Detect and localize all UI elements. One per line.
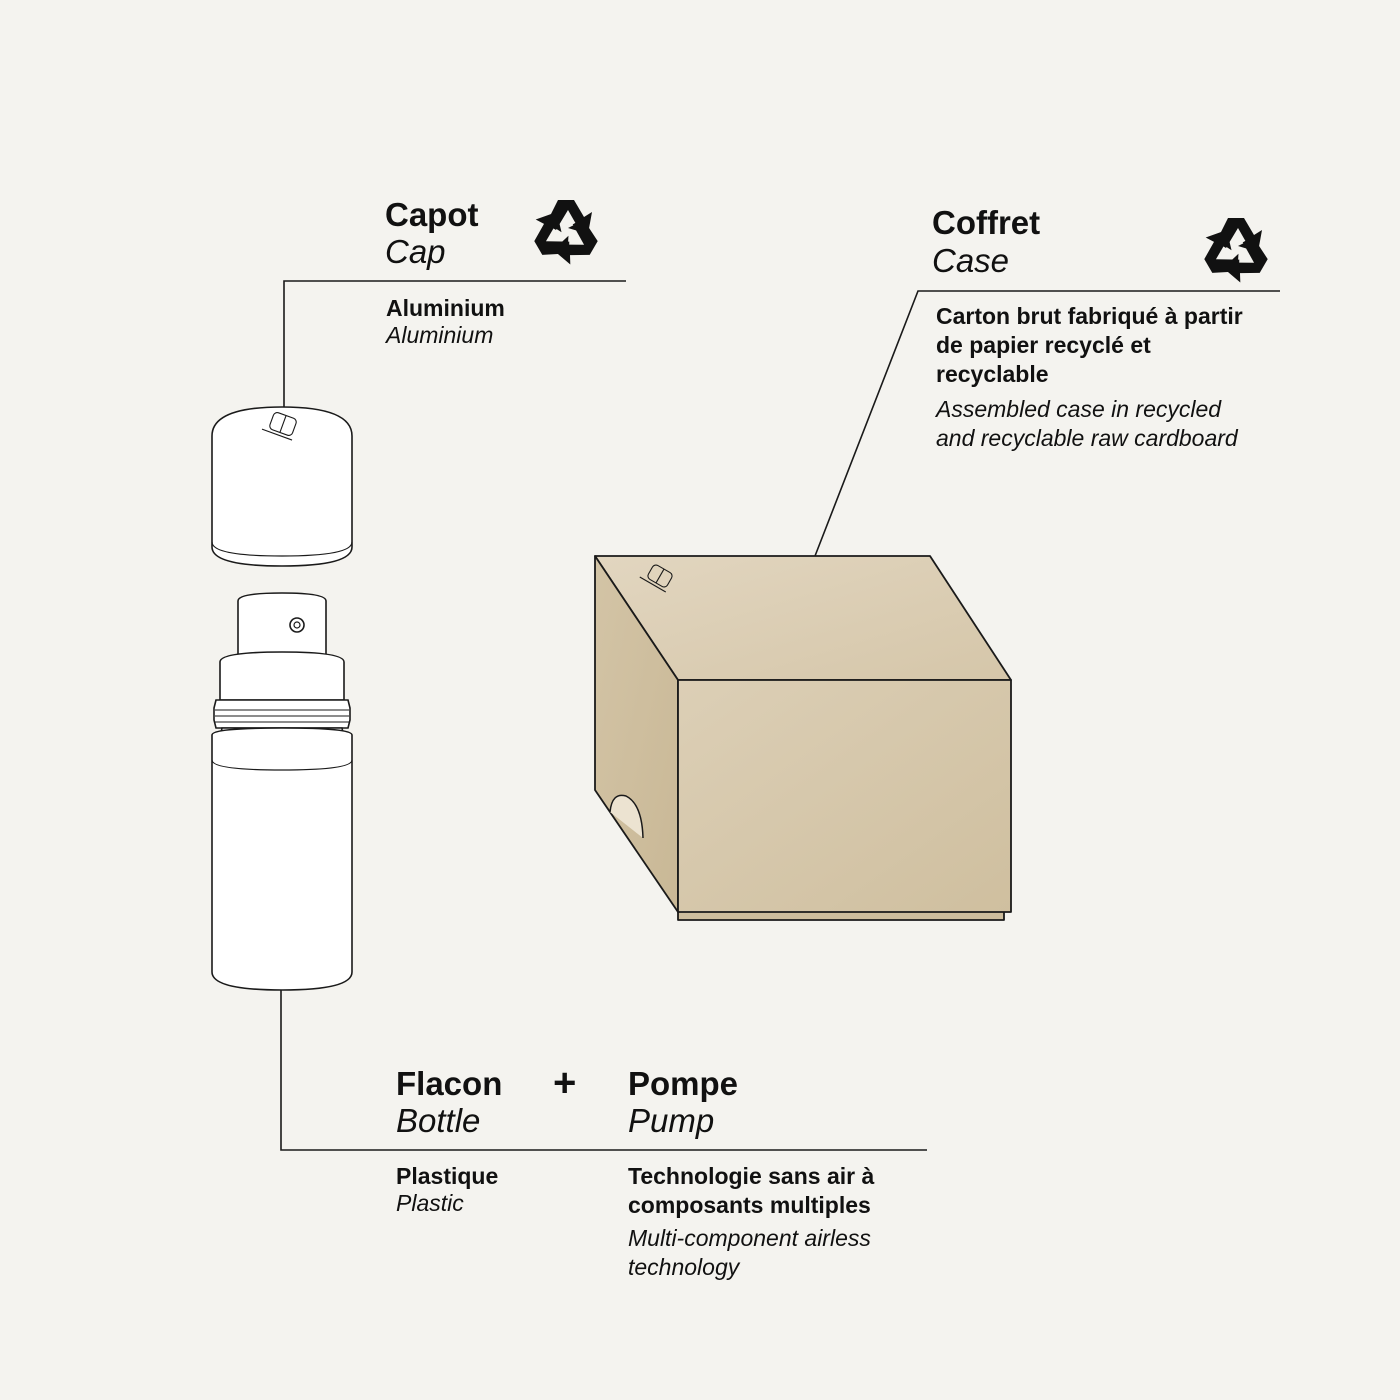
- case-material-fr-line: recyclable: [936, 361, 1049, 387]
- case-drawing: [594, 555, 1012, 921]
- pump-material-fr: Technologie sans air à composants multip…: [628, 1162, 928, 1220]
- case-material-en: Assembled case in recycled and recyclabl…: [936, 395, 1286, 453]
- recycle-icon: [1195, 218, 1274, 289]
- case-material-en-line: Assembled case in recycled: [936, 396, 1222, 422]
- cap-leader-line: [283, 280, 626, 408]
- recycle-icon: [525, 200, 604, 271]
- cap-title-fr: Capot: [385, 196, 479, 233]
- case-leader-line: [814, 290, 1280, 557]
- cap-drawing: [211, 406, 353, 567]
- pump-material-en-line: Multi-component airless: [628, 1225, 871, 1251]
- brand-logo: [261, 412, 297, 441]
- cap-title-en: Cap: [385, 233, 446, 270]
- case-title-fr: Coffret: [932, 204, 1041, 241]
- bottle-material-en: Plastic: [396, 1190, 464, 1216]
- bottle-title-fr: Flacon: [396, 1065, 503, 1102]
- case-title-en: Case: [932, 242, 1010, 279]
- bottle-leader-line: [280, 990, 927, 1151]
- case-material-en-line: and recyclable raw cardboard: [936, 425, 1238, 451]
- pump-title-en: Pump: [628, 1102, 715, 1139]
- bottle-title-en: Bottle: [396, 1102, 481, 1139]
- pump-material-fr-line: Technologie sans air à: [628, 1163, 875, 1189]
- bottle-drawing: [211, 727, 353, 991]
- leader-lines: [280, 280, 1280, 1151]
- bottle-material-fr: Plastique: [396, 1163, 499, 1189]
- pump-material-fr-line: composants multiples: [628, 1192, 871, 1218]
- pump-drawing: [213, 592, 351, 739]
- case-material-fr: Carton brut fabriqué à partir de papier …: [936, 302, 1286, 389]
- pump-title-fr: Pompe: [628, 1065, 739, 1102]
- case-material-fr-line: Carton brut fabriqué à partir: [936, 303, 1243, 329]
- plus-sign: +: [553, 1061, 577, 1105]
- case-brand-logo: [639, 564, 673, 593]
- cap-material-en: Aluminium: [386, 322, 494, 348]
- pump-material-en: Multi-component airless technology: [628, 1224, 928, 1282]
- case-material-fr-line: de papier recyclé et: [936, 332, 1151, 358]
- pump-material-en-line: technology: [628, 1254, 740, 1280]
- cap-material-fr: Aluminium: [386, 295, 505, 321]
